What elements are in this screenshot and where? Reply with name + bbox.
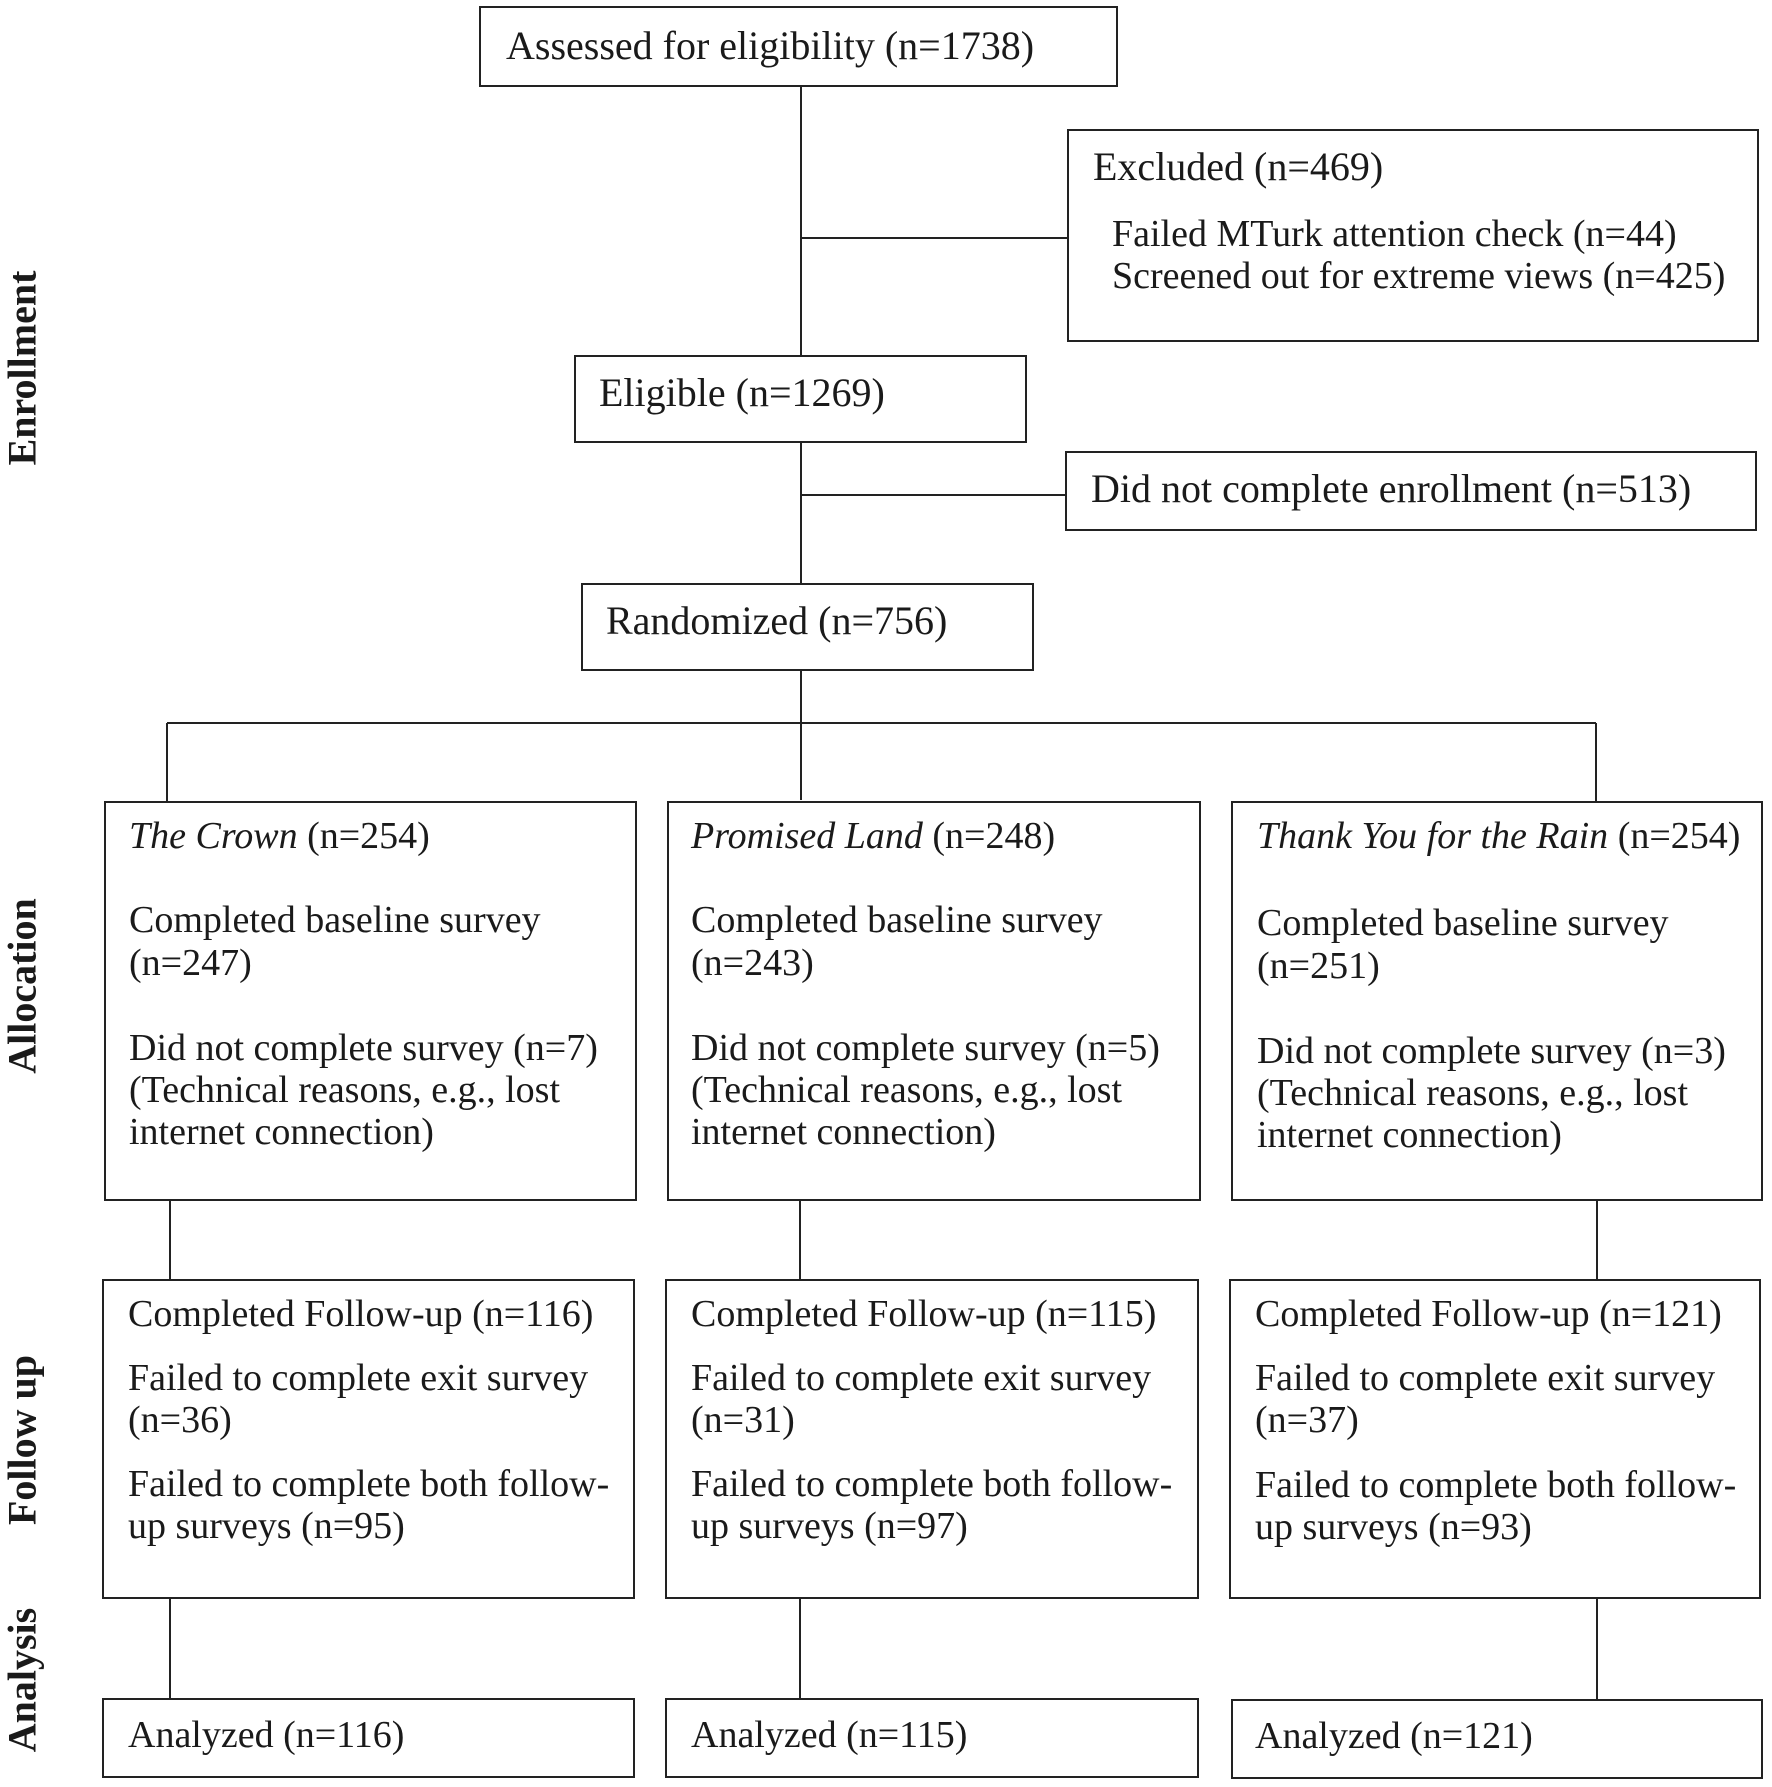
phase-label-enrollment: Enrollment — [0, 270, 45, 466]
baseline-line: Completed baseline survey — [1257, 902, 1669, 944]
allocation-box-arm-2: Promised Land (n=248) Completed baseline… — [667, 801, 1201, 1201]
arm-count: (n=254) — [307, 815, 430, 857]
analyzed-text: Analyzed (n=116) — [128, 1714, 405, 1756]
incomplete-line: (Technical reasons, e.g., lost — [1257, 1072, 1689, 1114]
arm-title-line: Thank You for the Rain (n=254) — [1257, 815, 1740, 858]
both-surveys-line: Failed to complete both follow- — [1255, 1464, 1737, 1506]
incomplete-line: (Technical reasons, e.g., lost — [129, 1069, 561, 1111]
baseline-line: Completed baseline survey — [129, 899, 541, 941]
allocation-box-arm-3: Thank You for the Rain (n=254) Completed… — [1231, 801, 1763, 1201]
phase-label-allocation: Allocation — [0, 898, 45, 1074]
incomplete-line: Did not complete survey (n=5) — [691, 1027, 1160, 1069]
randomized-text: Randomized (n=756) — [606, 598, 948, 643]
eligible-text: Eligible (n=1269) — [599, 370, 885, 415]
analysis-box-arm-1: Analyzed (n=116) — [102, 1698, 635, 1778]
arm-title-line: Promised Land (n=248) — [691, 815, 1055, 858]
both-surveys-line: up surveys (n=95) — [128, 1505, 405, 1547]
exit-survey-line: Failed to complete exit survey — [128, 1357, 589, 1399]
followup-box-arm-2: Completed Follow-up (n=115) Failed to co… — [665, 1279, 1199, 1599]
analysis-box-arm-2: Analyzed (n=115) — [665, 1698, 1199, 1778]
not-enrolled-box: Did not complete enrollment (n=513) — [1065, 451, 1757, 531]
incomplete-line: internet connection) — [129, 1111, 434, 1153]
arm-title: The Crown — [129, 815, 298, 857]
incomplete-line: Did not complete survey (n=3) — [1257, 1030, 1726, 1072]
both-surveys-line: Failed to complete both follow- — [691, 1463, 1173, 1505]
arm-count: (n=248) — [932, 815, 1056, 857]
followup-completed: Completed Follow-up (n=121) — [1255, 1293, 1722, 1335]
incomplete-line: internet connection) — [1257, 1114, 1562, 1156]
exit-survey-line: Failed to complete exit survey — [1255, 1357, 1716, 1399]
arm-title: Promised Land — [691, 815, 923, 857]
incomplete-line: Did not complete survey (n=7) — [129, 1027, 598, 1069]
exit-survey-line: (n=36) — [128, 1399, 232, 1441]
eligible-box: Eligible (n=1269) — [574, 355, 1027, 443]
phase-label-analysis: Analysis — [0, 1607, 45, 1753]
excluded-reason: Failed MTurk attention check (n=44) — [1112, 213, 1677, 255]
randomized-box: Randomized (n=756) — [581, 583, 1034, 671]
allocation-box-arm-1: The Crown (n=254) Completed baseline sur… — [104, 801, 637, 1201]
baseline-line: (n=243) — [691, 942, 814, 984]
excluded-box: Excluded (n=469) Failed MTurk attention … — [1067, 129, 1759, 342]
arm-title: Thank You for the Rain — [1257, 815, 1609, 857]
phase-label-follow-up: Follow up — [0, 1354, 45, 1526]
both-surveys-line: up surveys (n=93) — [1255, 1506, 1532, 1548]
exit-survey-line: Failed to complete exit survey — [691, 1357, 1152, 1399]
excluded-title: Excluded (n=469) — [1093, 144, 1384, 189]
exit-survey-line: (n=37) — [1255, 1399, 1359, 1441]
exit-survey-line: (n=31) — [691, 1399, 795, 1441]
baseline-line: (n=247) — [129, 942, 252, 984]
both-surveys-line: Failed to complete both follow- — [128, 1463, 610, 1505]
followup-completed: Completed Follow-up (n=116) — [128, 1293, 594, 1335]
not-enrolled-text: Did not complete enrollment (n=513) — [1091, 466, 1692, 511]
analysis-box-arm-3: Analyzed (n=121) — [1231, 1699, 1763, 1779]
followup-box-arm-1: Completed Follow-up (n=116) Failed to co… — [102, 1279, 635, 1599]
baseline-line: Completed baseline survey — [691, 899, 1103, 941]
incomplete-line: internet connection) — [691, 1111, 996, 1153]
followup-box-arm-3: Completed Follow-up (n=121) Failed to co… — [1229, 1279, 1761, 1599]
excluded-reason: Screened out for extreme views (n=425) — [1112, 255, 1726, 297]
assessed-box: Assessed for eligibility (n=1738) — [479, 6, 1118, 87]
baseline-line: (n=251) — [1257, 945, 1380, 987]
assessed-text: Assessed for eligibility (n=1738) — [506, 23, 1035, 68]
analyzed-text: Analyzed (n=121) — [1255, 1715, 1533, 1757]
analyzed-text: Analyzed (n=115) — [691, 1714, 968, 1756]
incomplete-line: (Technical reasons, e.g., lost — [691, 1069, 1123, 1111]
arm-title-line: The Crown (n=254) — [129, 815, 430, 858]
arm-count: (n=254) — [1617, 815, 1741, 857]
followup-completed: Completed Follow-up (n=115) — [691, 1293, 1157, 1335]
both-surveys-line: up surveys (n=97) — [691, 1505, 968, 1547]
